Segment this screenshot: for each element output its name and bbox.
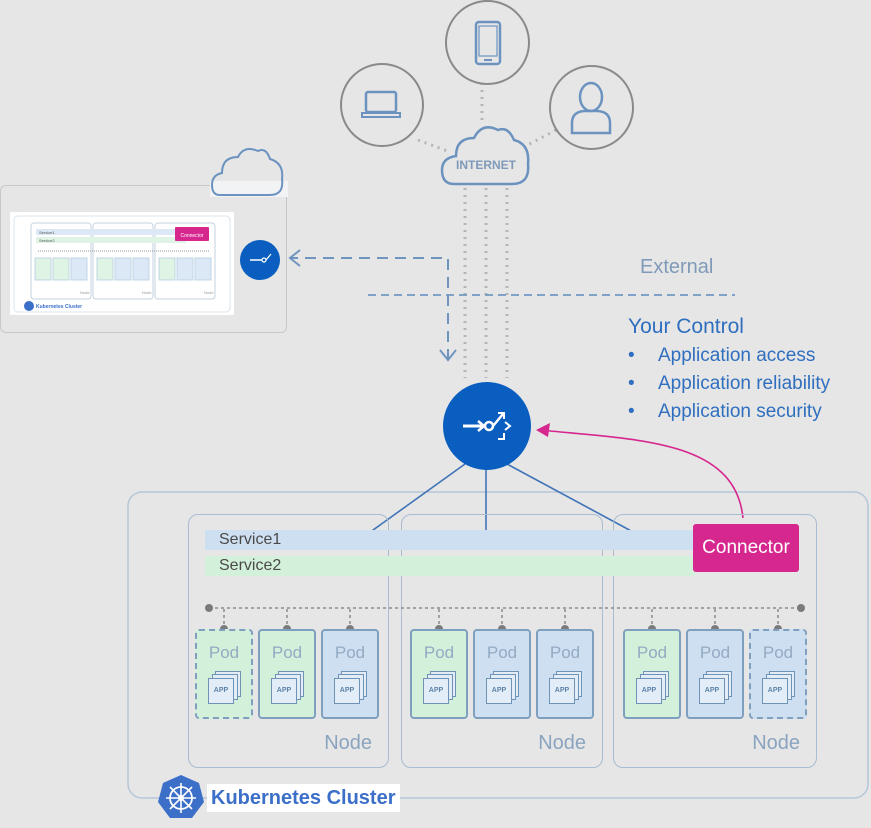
phone-client [445, 0, 530, 85]
service1-bar: Service1 [205, 530, 695, 550]
app-stack-icon: APP [422, 671, 456, 705]
mini-connector-label: Connector [180, 233, 203, 239]
node-label: Node [538, 732, 586, 754]
control-item: •Application access [628, 345, 816, 366]
control-item: •Application security [628, 401, 822, 422]
pod-label: Pod [423, 643, 455, 662]
app-stack-icon: APP [270, 671, 304, 705]
service2-bar: Service2 [205, 556, 695, 576]
node-3: Node [613, 514, 817, 768]
svg-text:Node: Node [204, 290, 214, 295]
mobile-phone-icon [474, 20, 502, 66]
node-2: Node [401, 514, 603, 768]
kubernetes-logo [156, 773, 206, 823]
pod-label: Pod [699, 643, 731, 662]
pod-label: Pod [208, 643, 240, 662]
kubernetes-helm-icon [158, 775, 204, 818]
pod-label: Pod [549, 643, 581, 662]
connector-box: Connector [693, 524, 799, 572]
app-stack-icon: APP [333, 671, 367, 705]
arrowhead-down [439, 349, 457, 362]
pod-label: Pod [636, 643, 668, 662]
pod-label: Pod [271, 643, 303, 662]
app-stack-icon: APP [207, 671, 241, 705]
load-balancer-icon [250, 253, 272, 263]
remote-cluster-thumbnail: Connector Service1 Service2 Node Node No… [10, 212, 234, 315]
pod-label: Pod [334, 643, 366, 662]
svg-text:Node: Node [142, 290, 152, 295]
connector-arrow [539, 429, 744, 519]
internet-label: INTERNET [456, 158, 516, 172]
pod-label: Pod [486, 643, 518, 662]
user-client [549, 65, 634, 150]
your-control-title: Your Control [628, 315, 744, 338]
mini-cluster-label: Kubernetes Cluster [36, 304, 82, 310]
laptop-icon [361, 90, 401, 118]
dashed-cluster-link [290, 257, 449, 360]
user-icon [570, 81, 612, 135]
mini-service1: Service1 [39, 230, 55, 235]
app-stack-icon: APP [485, 671, 519, 705]
remote-cluster-diagram: Connector Service1 Service2 Node Node No… [13, 215, 231, 313]
cloud-icon [210, 148, 288, 197]
laptop-client [340, 63, 424, 147]
pod-label: Pod [762, 643, 794, 662]
remote-hub [240, 240, 280, 280]
hub-arrow-node3 [506, 463, 649, 541]
dotted-link-laptop [417, 138, 451, 154]
app-stack-icon: APP [698, 671, 732, 705]
cloud-icon [440, 126, 530, 186]
node-1: Node [188, 514, 389, 768]
arrowhead-left [288, 249, 301, 267]
central-hub [443, 382, 531, 470]
mini-service2: Service2 [39, 238, 55, 243]
control-item: •Application reliability [628, 373, 831, 394]
cluster-outline [127, 491, 869, 799]
app-stack-icon: APP [761, 671, 795, 705]
app-stack-icon: APP [635, 671, 669, 705]
hub-arrow-node1 [354, 463, 466, 544]
node-label: Node [752, 732, 800, 754]
internet-cloud: INTERNET [440, 118, 532, 190]
cluster-label: Kubernetes Cluster [207, 784, 400, 812]
node-label: Node [324, 732, 372, 754]
app-stack-icon: APP [548, 671, 582, 705]
mini-kubernetes-icon [24, 301, 34, 311]
svg-text:Node: Node [80, 290, 90, 295]
external-label: External [640, 256, 714, 278]
remote-cloud [210, 143, 288, 197]
load-balancer-icon [463, 412, 512, 440]
